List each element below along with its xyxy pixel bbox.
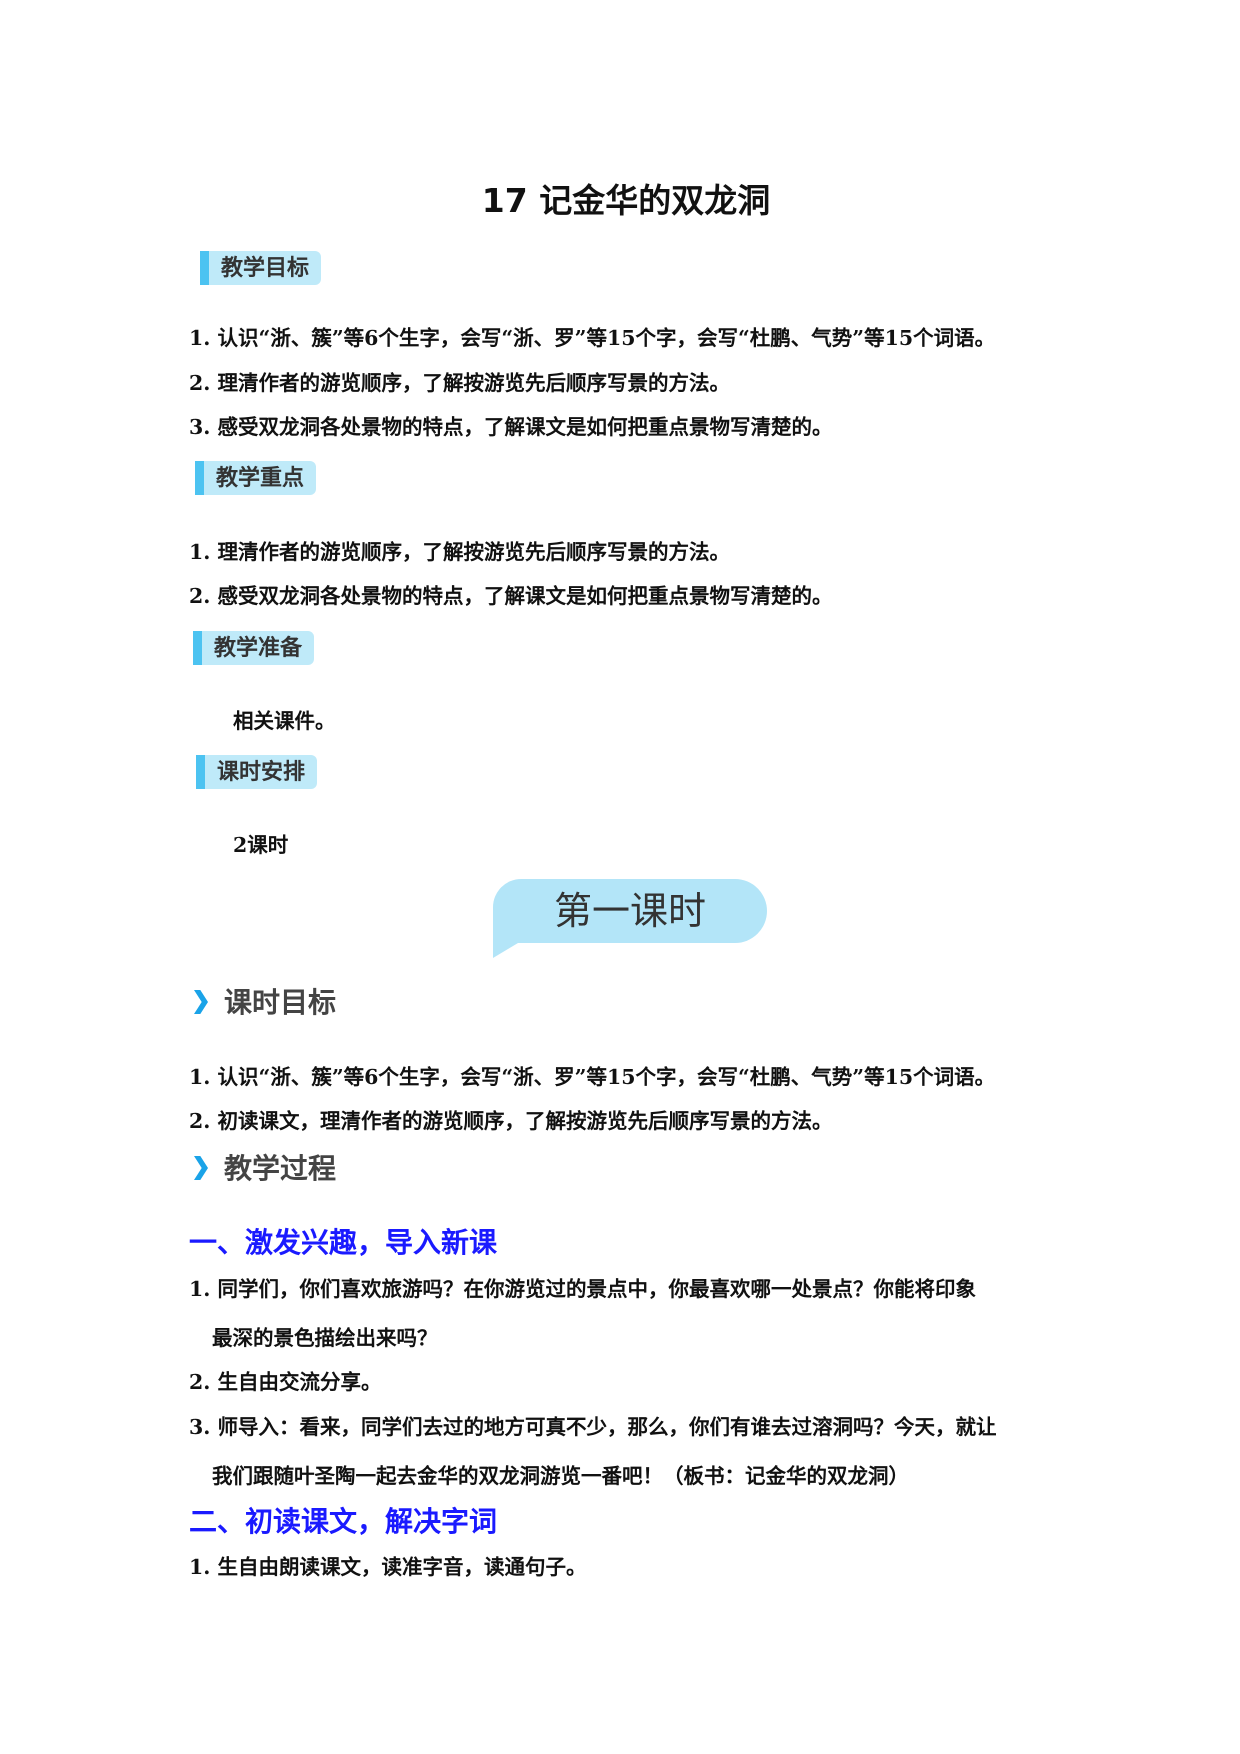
process-line: 最深的景色描绘出来吗？ (212, 1326, 438, 1350)
chevron-right-icon (194, 990, 208, 1014)
goal-item: 3. 感受双龙洞各处景物的特点，了解课文是如何把重点景物写清楚的。 (189, 415, 833, 439)
lesson-goals-heading: 课时目标 (194, 985, 336, 1021)
process-line: 2. 生自由交流分享。 (189, 1370, 382, 1394)
lesson-goal-item: 2. 初读课文，理清作者的游览顺序，了解按游览先后顺序写景的方法。 (189, 1109, 833, 1133)
lesson-banner: 第一课时 (553, 889, 706, 933)
goal-item: 2. 理清作者的游览顺序，了解按游览先后顺序写景的方法。 (189, 371, 731, 395)
section-tag-goals: 教学目标 (200, 251, 322, 285)
section-tag-key-points: 教学重点 (195, 461, 317, 495)
process-line: 3. 师导入：看来，同学们去过的地方可真不少，那么，你们有谁去过溶洞吗？今天，就… (189, 1415, 997, 1439)
process-line: 1. 生自由朗读课文，读准字音，读通句子。 (189, 1555, 587, 1579)
key-point-item: 2. 感受双龙洞各处景物的特点，了解课文是如何把重点景物写清楚的。 (189, 584, 833, 608)
preparation-text: 相关课件。 (233, 709, 336, 733)
part2-heading: 二、初读课文，解决字词 (189, 1505, 498, 1538)
process-heading: 教学过程 (194, 1151, 336, 1187)
process-label: 教学过程 (224, 1152, 337, 1185)
lesson-banner-bubble (493, 879, 767, 943)
section-tag-preparation: 教学准备 (193, 631, 315, 665)
schedule-text: 2课时 (233, 833, 289, 857)
lesson-goal-item: 1. 认识“浙、簇”等6个生字，会写“浙、罗”等15个字，会写“杜鹏、气势”等1… (189, 1065, 996, 1089)
lesson-banner-tail (493, 940, 523, 958)
section-tag-schedule: 课时安排 (196, 755, 318, 789)
part1-heading: 一、激发兴趣，导入新课 (189, 1226, 498, 1259)
chevron-right-icon (194, 1156, 208, 1180)
goal-item: 1. 认识“浙、簇”等6个生字，会写“浙、罗”等15个字，会写“杜鹏、气势”等1… (189, 326, 996, 350)
lesson-goals-label: 课时目标 (224, 986, 337, 1019)
page-title: 17 记金华的双龙洞 (481, 181, 771, 220)
process-line: 1. 同学们，你们喜欢旅游吗？在你游览过的景点中，你最喜欢哪一处景点？你能将印象 (189, 1277, 977, 1301)
process-line: 我们跟随叶圣陶一起去金华的双龙洞游览一番吧！（板书：记金华的双龙洞） (212, 1464, 909, 1488)
key-point-item: 1. 理清作者的游览顺序，了解按游览先后顺序写景的方法。 (189, 540, 731, 564)
